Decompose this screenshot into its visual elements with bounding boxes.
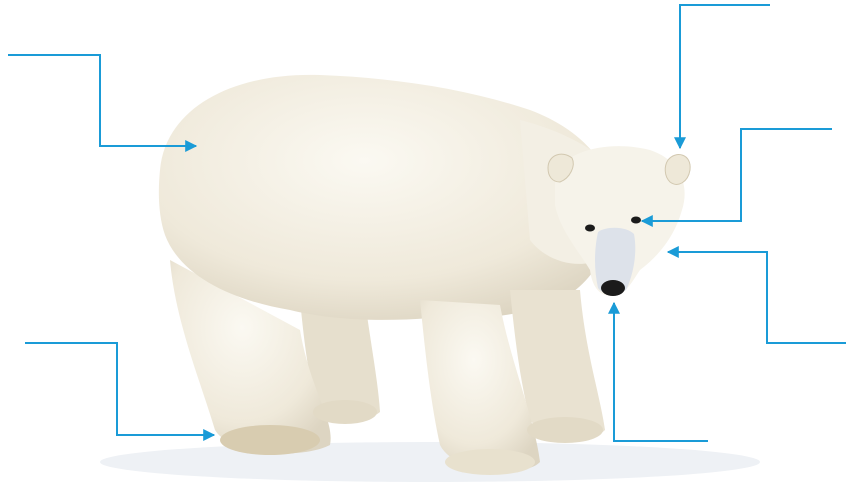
callout-line-paw [25, 343, 214, 435]
bear-nose [601, 280, 625, 296]
callout-line-ear [680, 5, 770, 148]
callout-line-cheek [668, 252, 846, 343]
callout-line-nose [614, 303, 708, 441]
bear-ear-right [665, 155, 690, 185]
ground-shadow [100, 442, 760, 482]
polar-bear-illustration [159, 75, 690, 475]
bear-eye-right [631, 217, 641, 224]
callout-line-fur [8, 55, 196, 146]
paw-rear-left [313, 400, 377, 424]
paw-back-left [220, 425, 320, 455]
bear-eye-left [585, 225, 595, 232]
paw-front-left [445, 449, 535, 475]
paw-front-right [527, 417, 603, 443]
